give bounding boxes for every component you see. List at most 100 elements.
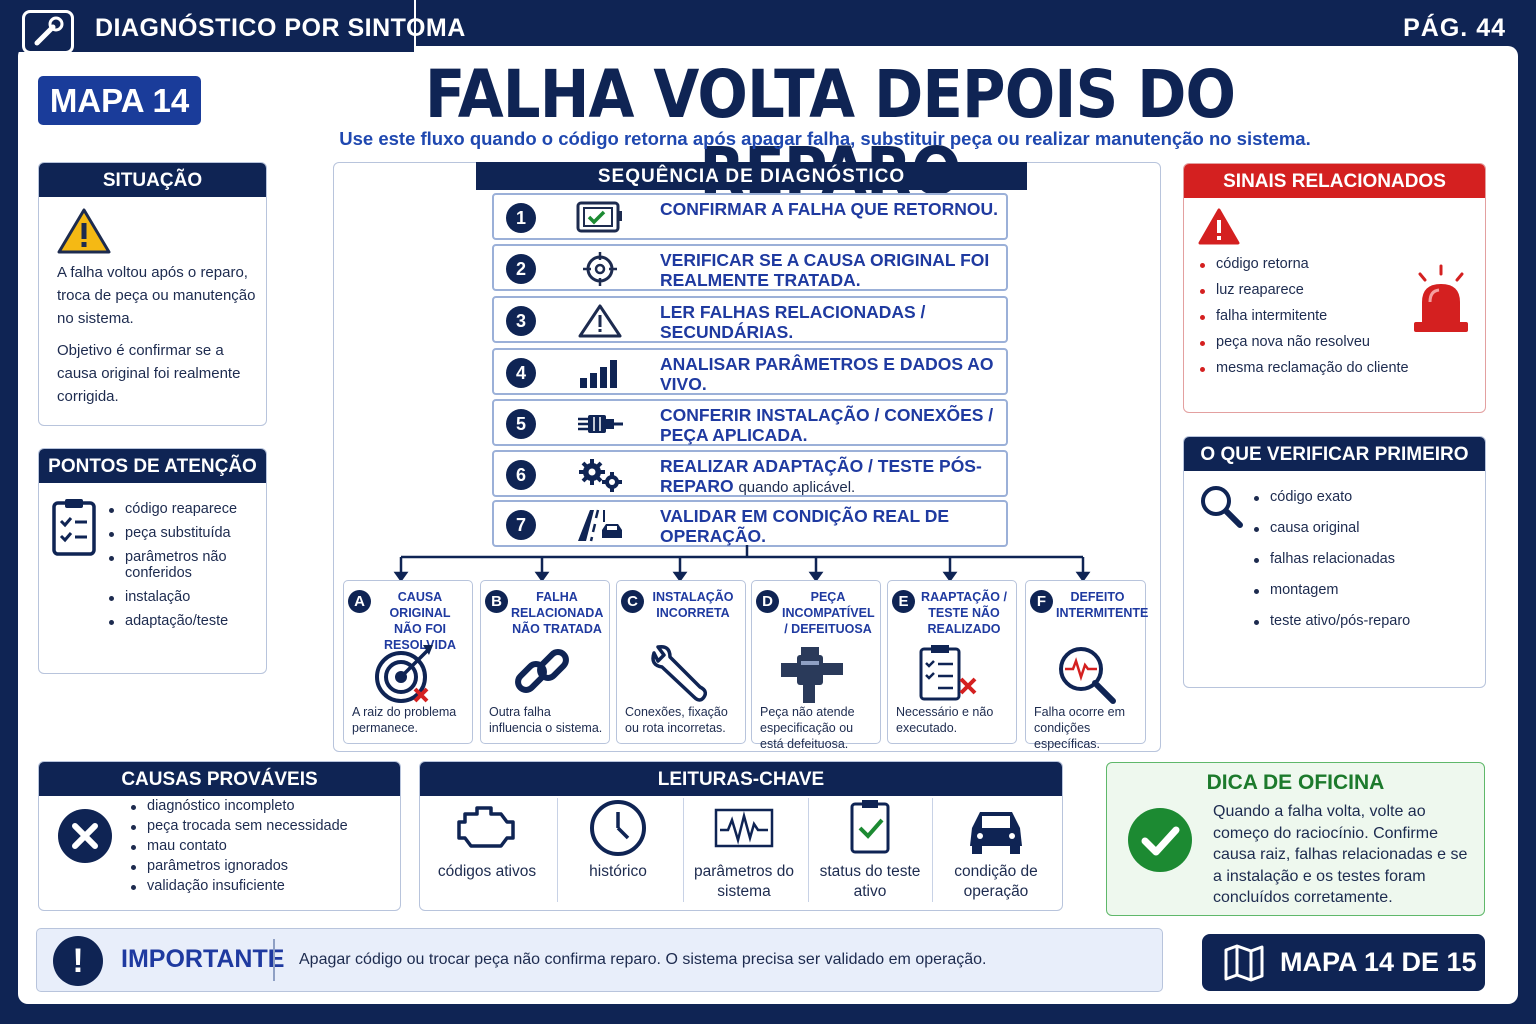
step-text: CONFIRMAR A FALHA QUE RETORNOU. xyxy=(660,199,1000,221)
step-note: quando aplicável. xyxy=(738,479,856,496)
sequencia-title: SEQUÊNCIA DE DIAGNÓSTICO xyxy=(476,162,1027,190)
siren-icon xyxy=(1408,264,1474,336)
cause-card: E RAAPTAÇÃO / TESTE NÃO REALIZADO Necessár… xyxy=(887,580,1017,744)
leitura-label: condição de operação xyxy=(954,863,1038,900)
branch-connector xyxy=(393,545,1091,583)
cause-letter: D xyxy=(756,590,779,613)
verificar-title: O QUE VERIFICAR PRIMEIRO xyxy=(1184,437,1485,471)
importante-divider xyxy=(273,939,275,981)
cause-letter: E xyxy=(892,590,915,613)
list-item: adaptação/teste xyxy=(107,613,257,629)
step-text: VERIFICAR SE A CAUSA ORIGINAL FOI REALME… xyxy=(660,250,1000,292)
exclamation-icon: ! xyxy=(53,936,103,986)
step-title: VALIDAR EM CONDIÇÃO REAL DE OPERAÇÃO. xyxy=(660,506,950,546)
magnifier-icon xyxy=(1198,483,1244,529)
magnifier-wave-icon xyxy=(1053,643,1123,705)
list-item: montagem xyxy=(1252,582,1472,598)
leitura-item: condição de operação xyxy=(932,798,1060,906)
situacao-text-2: Objetivo é confirmar se a causa original… xyxy=(57,342,241,405)
divider xyxy=(808,798,809,902)
target-crosshair-icon xyxy=(576,252,624,286)
cause-title: DEFEITO INTERMITENTE xyxy=(1056,590,1149,620)
cause-desc: Outra falha influencia o sistema. xyxy=(489,705,603,735)
page-subtitle: Use este fluxo quando o código retorna a… xyxy=(339,128,1311,149)
leituras-panel: LEITURAS-CHAVE xyxy=(419,761,1063,911)
cause-title: CAUSA ORIGINAL NÃO FOI RESOLVIDA xyxy=(384,590,456,652)
sinais-title: SINAIS RELACIONADOS xyxy=(1184,164,1485,198)
list-item: mau contato xyxy=(129,838,394,854)
warning-red-icon xyxy=(1198,208,1240,246)
list-item: código exato xyxy=(1252,489,1472,505)
step-title: VERIFICAR SE A CAUSA ORIGINAL FOI REALME… xyxy=(660,250,990,290)
divider xyxy=(557,798,558,902)
sequence-step: 2 VERIFICAR SE A CAUSA ORIGINAL FOI REALM… xyxy=(492,244,1008,291)
list-item: parâmetros não conferidos xyxy=(107,549,257,581)
cause-letter: B xyxy=(485,590,508,613)
bar-chart-icon xyxy=(576,356,624,390)
step-title: LER FALHAS RELACIONADAS / SECUNDÁRIAS. xyxy=(660,302,926,342)
causas-title: CAUSAS PROVÁVEIS xyxy=(39,762,400,796)
clipboard-icon xyxy=(51,497,97,557)
cause-desc: Conexões, fixação ou rota incorretas. xyxy=(625,705,728,735)
step-title: CONFIRMAR A FALHA QUE RETORNOU. xyxy=(660,199,999,219)
step-number: 7 xyxy=(506,510,536,540)
importante-label: IMPORTANTE xyxy=(121,945,285,973)
sequence-step: 3 LER FALHAS RELACIONADAS / SECUNDÁRIAS. xyxy=(492,296,1008,343)
map-footer-text: MAPA 14 DE 15 xyxy=(1280,947,1477,977)
list-item: parâmetros ignorados xyxy=(129,858,394,874)
step-number: 2 xyxy=(506,254,536,284)
cause-title: RAAPTAÇÃO / TESTE NÃO REALIZADO xyxy=(921,590,1007,636)
step-number: 6 xyxy=(506,460,536,490)
situacao-title: SITUAÇÃO xyxy=(39,163,266,197)
list-item: peça substituída xyxy=(107,525,257,541)
list-item: falha intermitente xyxy=(1198,308,1428,324)
list-item: diagnóstico incompleto xyxy=(129,798,394,814)
wrench-icon xyxy=(644,643,714,705)
list-item: mesma reclamação do cliente xyxy=(1198,360,1428,376)
dica-text: Quando a falha volta, volte ao começo do… xyxy=(1213,803,1468,906)
connector-plug-icon xyxy=(576,407,624,441)
leitura-item: códigos ativos xyxy=(423,798,551,906)
step-text: ANALISAR PARÂMETROS E DADOS AO VIVO. xyxy=(660,354,1000,396)
step-title: CONFERIR INSTALAÇÃO / CONEXÕES / PEÇA AP… xyxy=(660,405,994,445)
leitura-item: histórico xyxy=(554,798,682,906)
checklist-x-icon xyxy=(915,643,985,705)
leitura-label: status do teste ativo xyxy=(819,863,921,900)
cause-letter: F xyxy=(1030,590,1053,613)
pontos-title: PONTOS DE ATENÇÃO xyxy=(39,449,266,483)
list-item: validação insuficiente xyxy=(129,878,394,894)
leitura-item: parâmetros do sistema xyxy=(680,798,808,906)
leitura-label: parâmetros do sistema xyxy=(694,863,794,900)
engine-icon xyxy=(457,798,517,856)
importante-bar: ! IMPORTANTE Apagar código ou trocar peç… xyxy=(36,928,1163,992)
sequence-step: 6 REALIZAR ADAPTAÇÃO / TESTE PÓS-REPARO q… xyxy=(492,450,1008,497)
cause-desc: Falha ocorre em condições específicas. xyxy=(1034,705,1126,751)
step-number: 3 xyxy=(506,306,536,336)
map-footer: MAPA 14 DE 15 xyxy=(1202,934,1485,991)
step-number: 5 xyxy=(506,409,536,439)
sensor-part-icon xyxy=(779,643,849,705)
page-number: PÁG. 44 xyxy=(1403,14,1506,42)
step-text: LER FALHAS RELACIONADAS / SECUNDÁRIAS. xyxy=(660,302,1000,344)
step-title: ANALISAR PARÂMETROS E DADOS AO VIVO. xyxy=(660,354,994,394)
list-item: luz reaparece xyxy=(1198,282,1428,298)
clock-icon xyxy=(588,798,648,856)
cause-desc: Necessário e não executado. xyxy=(896,705,994,735)
cause-title: PEÇA INCOMPATÍVEL / DEFEITUOSA xyxy=(782,590,875,636)
list-item: teste ativo/pós-reparo xyxy=(1252,613,1472,629)
cause-letter: C xyxy=(621,590,644,613)
map-badge: MAPA 14 xyxy=(38,76,201,125)
step-text: REALIZAR ADAPTAÇÃO / TESTE PÓS-REPARO qu… xyxy=(660,456,1000,498)
target-miss-icon xyxy=(371,643,441,705)
leituras-title: LEITURAS-CHAVE xyxy=(420,762,1062,796)
leitura-label: histórico xyxy=(589,863,647,880)
